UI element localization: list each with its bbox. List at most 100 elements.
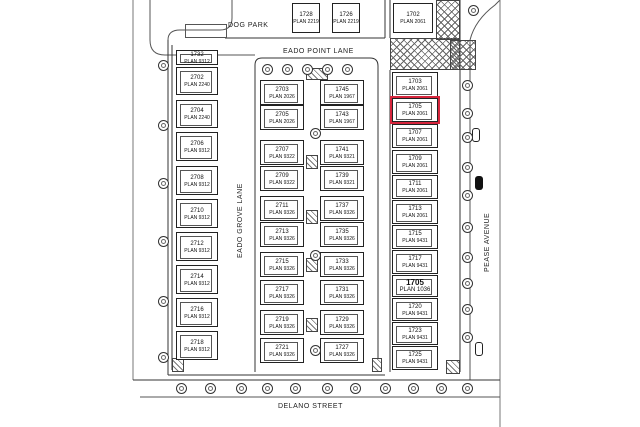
lot-number: 1731 [335, 286, 349, 293]
lot-number: 1715 [408, 231, 422, 237]
lot-number: 1729 [335, 316, 349, 323]
hatched-strip-2 [306, 210, 318, 224]
tree-icon [262, 383, 273, 394]
lot-number: 2721 [275, 344, 289, 351]
tree-icon [158, 178, 169, 189]
lot-plan: PLAN 9326 [269, 323, 295, 330]
lot-plan: PLAN 9312 [184, 214, 210, 221]
selected-lot-highlight[interactable] [390, 96, 440, 124]
building-footprint [180, 269, 212, 292]
lot-number: 2718 [190, 339, 204, 346]
lot-number: 1705 [406, 278, 424, 287]
tree-icon [176, 383, 187, 394]
lot-number: 1733 [335, 258, 349, 265]
lot-number: 1743 [335, 111, 349, 118]
building-footprint [324, 200, 358, 219]
tree-icon [436, 383, 447, 394]
lot-number: 2702 [190, 75, 204, 81]
building-footprint [396, 102, 432, 120]
tree-icon [462, 190, 473, 201]
building-footprint [396, 128, 432, 146]
lot-number: 2719 [275, 316, 289, 323]
tree-icon [158, 120, 169, 131]
tree-icon [310, 250, 321, 261]
pease-avenue-label: PEASE AVENUE [484, 212, 491, 272]
lot-number: 1711 [408, 181, 422, 187]
tree-icon [462, 80, 473, 91]
dog-park-area [185, 24, 227, 38]
lot-plan: PLAN 9431 [402, 238, 428, 244]
tree-icon [408, 383, 419, 394]
building-footprint [324, 144, 358, 163]
building-footprint [396, 229, 432, 247]
hatched-strip-4 [306, 318, 318, 332]
lot-number: 1713 [408, 206, 422, 212]
lot-number: 2705 [275, 111, 289, 118]
lot-plan: PLAN 2026 [269, 118, 295, 125]
building-footprint [324, 226, 358, 245]
tree-icon [158, 296, 169, 307]
tree-icon [462, 383, 473, 394]
lot-plan: PLAN 2061 [402, 213, 428, 219]
lot-plan: PLAN 9431 [402, 359, 428, 365]
tree-icon [158, 236, 169, 247]
building-footprint [264, 284, 298, 303]
lot-number: 2706 [190, 140, 204, 147]
lot-plan: PLAN 2061 [402, 188, 428, 194]
eado-grove-lane-label: EADO GROVE LANE [237, 183, 244, 258]
tree-icon [236, 383, 247, 394]
building-footprint [264, 226, 298, 245]
hatched-strip-1 [306, 155, 318, 169]
lot-number: 2716 [190, 306, 204, 313]
lot-plan: PLAN 2240 [184, 115, 210, 121]
lot-number: 1728 [299, 12, 313, 18]
lot-plan: PLAN 9326 [329, 351, 355, 358]
lot-plan: PLAN 9326 [329, 293, 355, 300]
lot-number: 2708 [190, 174, 204, 181]
lot-number: 1703 [408, 78, 422, 85]
lot-number: 1723 [408, 327, 422, 334]
building-footprint [396, 204, 432, 222]
building-footprint [264, 170, 298, 189]
lot-plan: PLAN 9322 [269, 179, 295, 186]
car-icon [475, 342, 483, 356]
tree-icon [158, 352, 169, 363]
lot-number: 1717 [408, 256, 422, 262]
hatched-strip-east [372, 358, 382, 372]
lot-plan: PLAN 9326 [329, 209, 355, 216]
building-footprint [264, 314, 298, 333]
building-footprint [264, 109, 298, 128]
building-footprint [180, 136, 212, 159]
lot-plan: PLAN 9312 [184, 181, 210, 188]
eado-point-lane-label: EADO POINT LANE [283, 48, 354, 55]
building-footprint [264, 84, 298, 103]
lot-number: 1727 [335, 344, 349, 351]
hatched-strip-se [446, 360, 460, 374]
lot-number: 1737 [335, 202, 349, 209]
lot-plan: PLAN 2219 [293, 19, 319, 25]
lot-number: 1702 [406, 12, 420, 18]
lot-plan: PLAN 9431 [402, 334, 428, 341]
tree-icon [462, 108, 473, 119]
lot-number: 2709 [275, 172, 289, 179]
lot-number: 2707 [275, 146, 289, 153]
